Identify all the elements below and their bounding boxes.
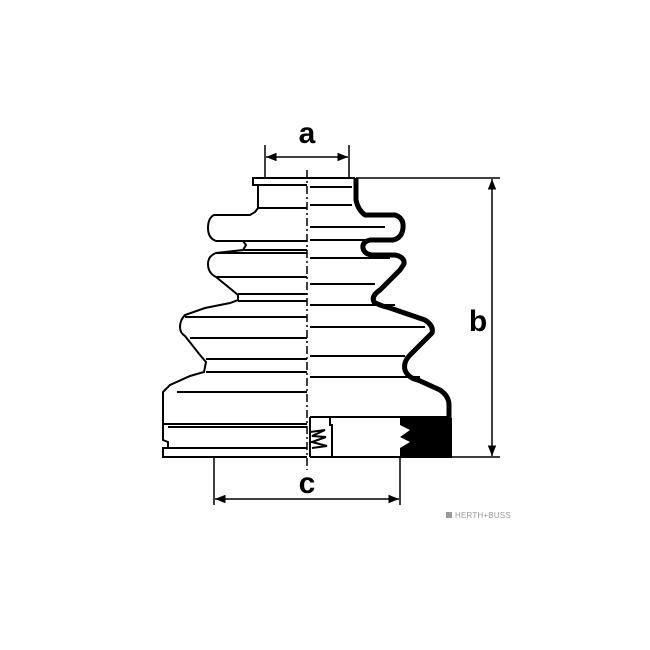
watermark-logo: HERTH+BUSS (455, 511, 511, 520)
dimension-a-label: a (299, 117, 316, 150)
dimension-b-label: b (469, 305, 487, 338)
watermark-icon (446, 512, 452, 518)
left-half-outline (162, 177, 307, 458)
dimension-c-label: c (299, 467, 316, 500)
dimension-b (356, 177, 500, 458)
right-half-section (307, 177, 452, 458)
dimension-c (213, 457, 401, 505)
right-profile-thick (353, 178, 452, 418)
dimension-a (264, 145, 350, 178)
clamp-seat-block (400, 418, 452, 457)
